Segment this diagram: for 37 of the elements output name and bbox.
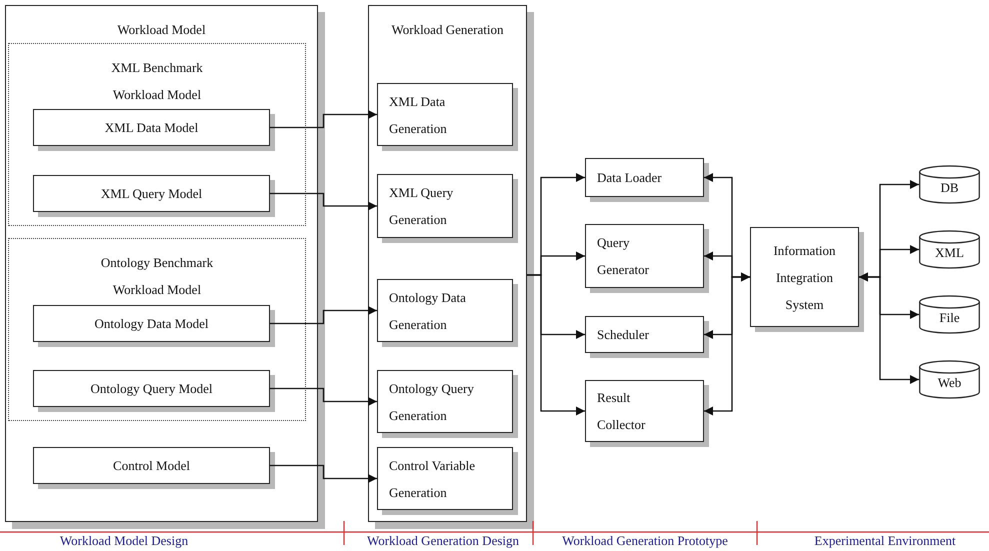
box-label: Scheduler [597,326,649,344]
phase-label: Workload Model Design [60,533,188,549]
box-label: File [939,308,960,326]
box-label: XML [935,244,964,260]
arrow [270,110,377,128]
arrow [859,272,919,384]
group-heading: Ontology Benchmark Workload Model [100,254,214,299]
arrow [704,272,750,416]
group-heading: Workload Model [117,21,206,39]
box-label: DB [940,178,959,196]
arrow [270,464,377,483]
box-label: XML Query Model [100,186,202,202]
box-label: Web [938,374,962,390]
box-label: Result Collector [597,389,646,434]
box-label: XML Data Generation [389,92,448,138]
arrow [270,192,377,210]
box-label: Control Model [113,458,190,474]
group-heading: Workload Generation [392,21,504,39]
phase-label: Workload Generation Design [366,533,520,549]
phase-label: Experimental Environment [814,533,956,549]
box-label: Ontology Data Model [94,316,209,332]
group-heading: XML Benchmark Workload Model [110,59,204,104]
box-label: Ontology Query Model [90,380,213,396]
box-label: Information Integration System [772,242,837,314]
box-label: Control Variable Generation [389,456,476,502]
arrow [527,274,585,416]
arrow [270,306,377,324]
group-box [8,43,306,226]
box-label: Ontology Query Generation [389,380,475,424]
box-label: Data Loader [597,169,662,187]
box-label: Ontology Data Generation [389,288,467,334]
arrow [270,388,377,406]
box-label: XML Query Generation [389,184,454,229]
phase-label: Workload Generation Prototype [562,533,728,549]
box-label: XML Data Model [104,120,198,136]
box-label: Query Generator [597,234,650,279]
group-box [8,238,306,421]
